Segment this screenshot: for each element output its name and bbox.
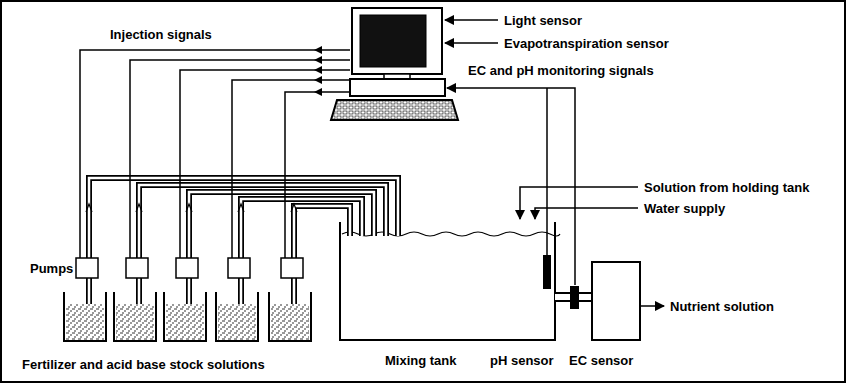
text-label: EC sensor — [567, 353, 635, 368]
text-label: Evapotranspiration sensor — [502, 36, 671, 51]
text-label: EC and pH monitoring signals — [466, 63, 656, 78]
ec-sensor-probe — [570, 286, 579, 309]
pump-assemblies — [64, 46, 398, 341]
pump — [126, 258, 148, 278]
tube-bore — [89, 178, 398, 322]
flow-arrow — [136, 204, 142, 212]
text-label: Nutrient solution — [668, 299, 776, 314]
pump — [176, 258, 198, 278]
pump — [281, 258, 303, 278]
tube — [139, 185, 386, 322]
text-label: Solution from holding tank — [642, 180, 811, 195]
outlet — [555, 262, 664, 340]
text-label: Fertilizer and acid base stock solutions — [20, 357, 267, 372]
computer — [331, 8, 458, 120]
pump — [76, 258, 98, 278]
tube-bore — [139, 185, 386, 322]
stock-solution — [271, 304, 309, 340]
supply-lines — [520, 187, 638, 219]
signal-arrowhead — [314, 66, 322, 74]
text-label: Pumps — [28, 261, 75, 276]
signal-arrowhead — [314, 56, 322, 64]
stock-solution — [66, 304, 104, 340]
signal-arrowhead — [314, 76, 322, 84]
signal-arrowhead — [314, 46, 322, 54]
text-label: Water supply — [642, 201, 727, 216]
tube-bore — [241, 199, 362, 322]
tube — [241, 199, 362, 322]
mixing-tank — [340, 222, 560, 340]
beaker — [269, 292, 311, 341]
signal-arrowhead — [314, 88, 322, 96]
beaker — [216, 292, 258, 341]
tube — [89, 178, 398, 322]
flow-arrow — [238, 204, 244, 212]
text-label: Injection signals — [108, 27, 214, 42]
text-label: pH sensor — [488, 353, 556, 368]
flow-arrow — [86, 204, 92, 212]
beaker — [164, 292, 206, 341]
flow-arrow — [186, 204, 192, 212]
ph-sensor-probe — [543, 255, 551, 289]
pump — [228, 258, 250, 278]
filter-unit — [592, 262, 640, 340]
text-label: Mixing tank — [383, 353, 459, 368]
text-label: Light sensor — [502, 13, 584, 28]
stock-solution — [218, 304, 256, 340]
stock-solution — [166, 304, 204, 340]
beaker — [114, 292, 156, 341]
beaker — [64, 292, 106, 341]
injection-signal-line — [80, 50, 350, 258]
flow-arrow — [291, 204, 297, 212]
injection-signal-line — [180, 70, 350, 258]
stock-solution — [116, 304, 154, 340]
